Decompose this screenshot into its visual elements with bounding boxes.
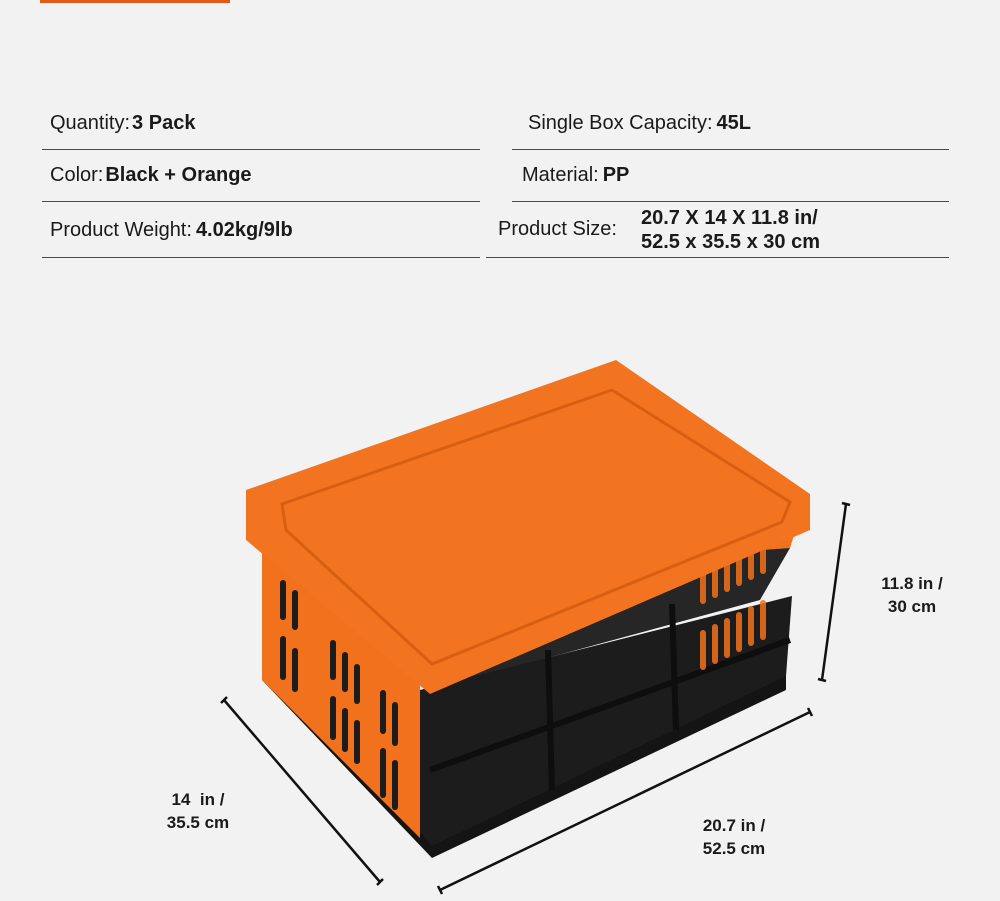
spec-label: Material:	[522, 164, 599, 186]
height-dimension-metric: 30 cm	[887, 597, 937, 616]
spec-material: Material: PP	[512, 150, 949, 202]
height-dimension-label: 11.8 in / 30 cm	[864, 572, 960, 618]
depth-dimension-line	[223, 699, 381, 883]
height-dimension-line	[820, 503, 848, 681]
spec-label: Single Box Capacity:	[528, 112, 713, 134]
length-dimension-label: 20.7 in / 52.5 cm	[686, 814, 782, 860]
spec-value: Black + Orange	[105, 164, 252, 186]
spec-size: Product Size: 20.7 X 14 X 11.8 in/ 52.5 …	[486, 202, 949, 258]
spec-weight: Product Weight: 4.02kg/9lb	[42, 204, 480, 258]
spec-label: Product Weight:	[50, 219, 192, 241]
length-dimension-imperial: 20.7 in /	[702, 816, 766, 835]
top-accent-bar	[40, 0, 230, 3]
depth-dimension-metric: 35.5 cm	[166, 813, 230, 832]
spec-label: Color:	[50, 164, 104, 186]
left-wall-slots	[280, 580, 398, 810]
crate-rim-edge	[280, 388, 792, 666]
spec-color: Color: Black + Orange	[42, 150, 480, 202]
crate-front-wall	[410, 596, 792, 846]
spec-value: 4.02kg/9lb	[195, 219, 293, 241]
spec-quantity: Quantity: 3 Pack	[42, 98, 480, 150]
spec-label: Product Size:	[498, 218, 617, 240]
spec-size-imperial: 20.7 X 14 X 11.8 in/	[640, 206, 818, 229]
depth-dimension-label: 14 in / 35.5 cm	[150, 788, 246, 834]
spec-capacity: Single Box Capacity: 45L	[512, 98, 949, 150]
spec-label: Quantity:	[50, 112, 131, 134]
length-dimension-metric: 52.5 cm	[702, 839, 766, 858]
spec-size-metric: 52.5 x 35.5 x 30 cm	[640, 230, 820, 253]
spec-size-values: 20.7 X 14 X 11.8 in/ 52.5 x 35.5 x 30 cm	[641, 206, 820, 254]
spec-value: 3 Pack	[132, 112, 196, 134]
front-wall-ribs	[428, 603, 792, 791]
dimension-lines	[220, 501, 851, 895]
length-dimension-line	[439, 710, 811, 892]
spec-value: 45L	[716, 112, 752, 134]
height-dimension-imperial: 11.8 in /	[881, 574, 943, 593]
crate-rim	[246, 360, 810, 694]
depth-dimension-imperial: 14 in /	[171, 790, 225, 809]
spec-value: PP	[602, 164, 630, 186]
